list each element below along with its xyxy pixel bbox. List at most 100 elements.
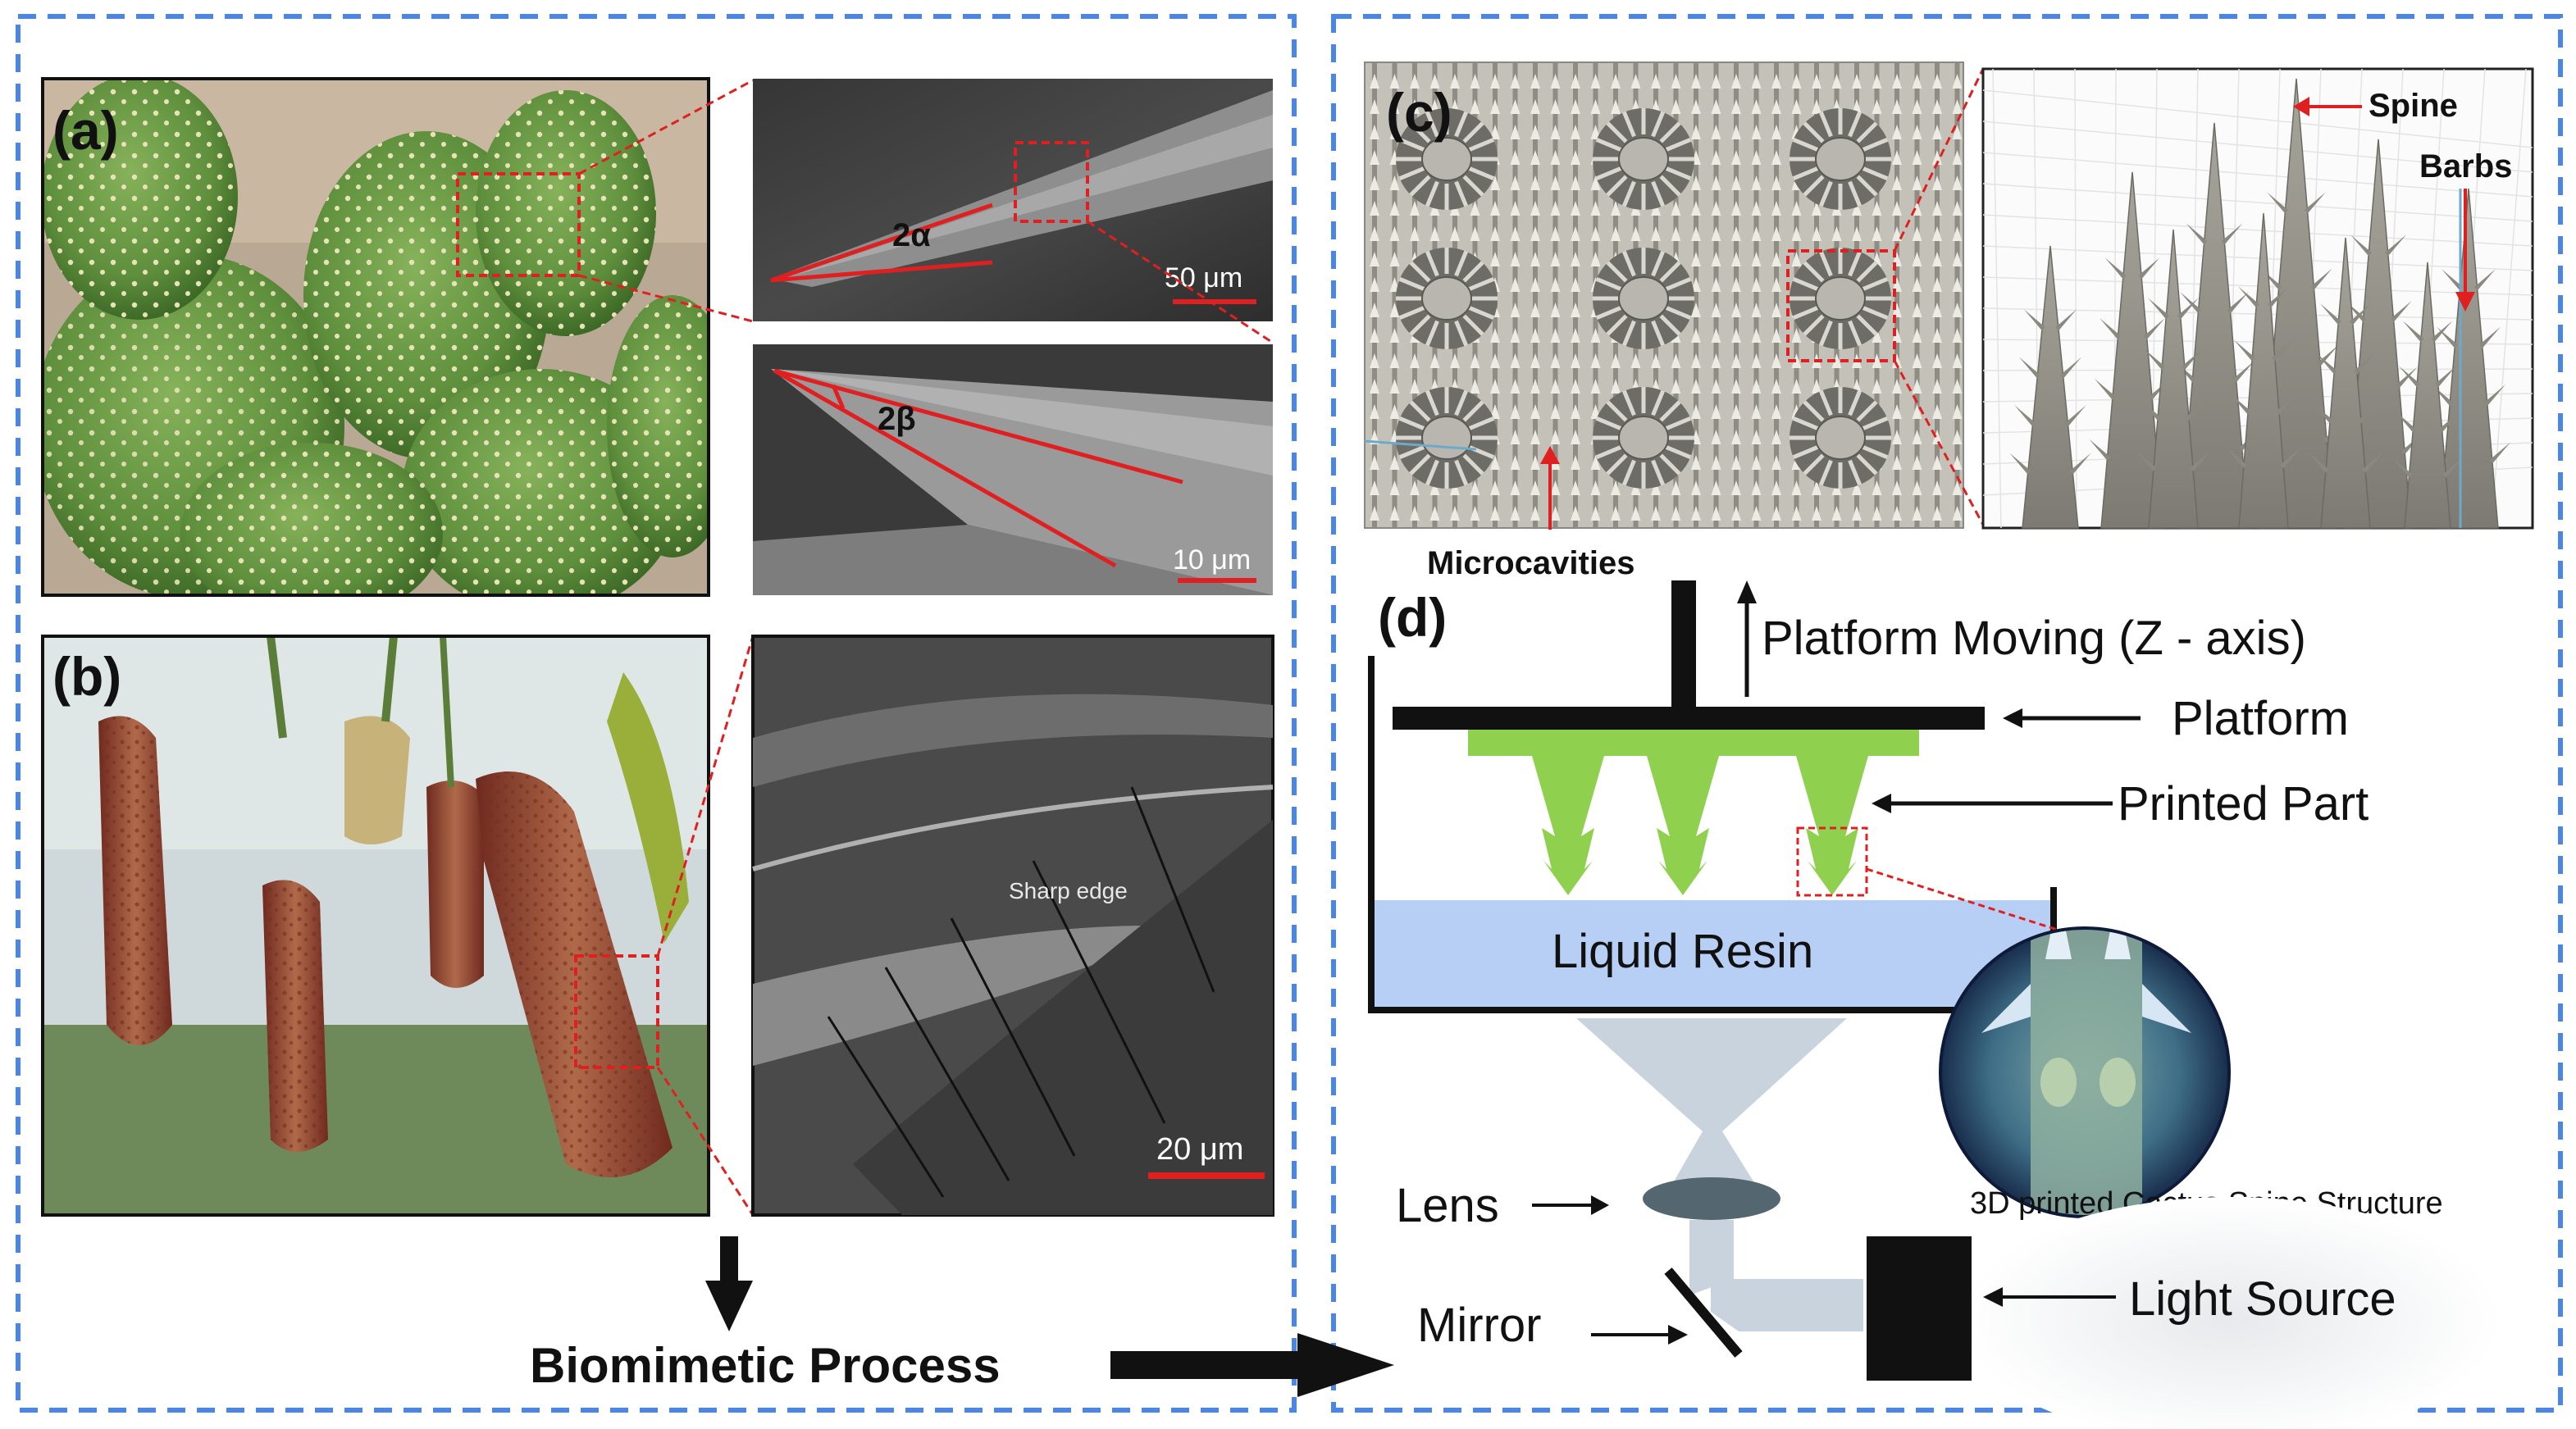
spine-tip [1510,404,1521,419]
cone-spine [2100,171,2164,529]
barb-ray [1651,389,1666,416]
spine-tip [1952,353,1963,368]
spine-tip [1691,125,1701,139]
zoom-line [1893,68,1985,252]
spine-tip [1751,201,1762,216]
barb [2489,442,2511,464]
spine-tip [1530,455,1540,470]
barb-ray [1621,250,1636,277]
spine-tip [1389,455,1400,470]
spine-tip [1771,175,1781,190]
barb [2225,447,2247,469]
platform-moving-label: Platform Moving (Z - axis) [1762,612,2306,665]
spine-tip [1711,328,1721,343]
platform-label: Platform [2172,692,2349,745]
spine-tip [1470,480,1480,495]
spine-tip [1691,455,1701,470]
barb-ray [1606,175,1628,197]
spine-tip [1751,379,1762,394]
spine-tip [1791,201,1802,216]
barb-ray [1848,320,1862,347]
spine-tip [1490,404,1500,419]
spine-tip [1711,150,1721,165]
spine-tip [1510,430,1521,444]
spine-tip [1731,252,1741,266]
spine-tip [1470,99,1480,114]
spine-tip [1671,201,1681,216]
spine-tip [1370,379,1379,394]
spine-tip [1932,74,1942,89]
spine-tip [1389,252,1400,266]
spine-tip [1571,175,1580,190]
barb-ray [1862,166,1889,181]
spine-tip [1410,201,1420,216]
spine-tip [1892,277,1902,292]
spine-tip [1912,252,1922,266]
barb-ray [1595,276,1622,291]
spine-tip [1370,150,1379,165]
barb [2009,453,2031,475]
light-source-box [1867,1236,1972,1381]
barb [2148,298,2169,320]
spine-tip [1952,480,1963,495]
spine-tip [1590,226,1601,241]
spine-tip [1731,328,1741,343]
process-flow: Biomimetic Process [530,1236,1394,1397]
spine-tip [1550,404,1561,419]
spine-tip [1952,328,1963,343]
spine-tip [1751,125,1762,139]
spine-tip [1611,74,1621,89]
spine-tip [1370,99,1379,114]
barb-ray [1425,180,1439,207]
barb-ray [1398,306,1425,321]
barb [2014,405,2036,427]
spine-tip [1952,74,1963,89]
spine-tip [1450,353,1460,368]
barb [2267,192,2289,214]
barb-ray [1862,445,1889,460]
right-frame [1331,14,2563,1413]
barb-ray [1862,137,1889,152]
spine-tip [1852,74,1862,89]
spine-tip [1410,74,1420,89]
barb-ray [1468,276,1495,291]
spine-tip [1550,353,1561,368]
spine-tip [1912,175,1922,190]
spine-tip [1590,99,1601,114]
barb [2233,339,2255,362]
lens-icon [1643,1177,1780,1220]
spine-tip [1389,99,1400,114]
spine-tip [1932,277,1942,292]
spine-tip [1731,175,1741,190]
spine-tip [1952,99,1963,114]
left-arrow-icon [1872,794,1891,813]
cone-spine [2179,122,2250,529]
spine-tip [1550,303,1561,317]
spine-tip [1771,430,1781,444]
spine-tip [1490,175,1500,190]
spine-tip [1671,99,1681,114]
spine-tip [1530,125,1540,139]
barb-ray [1468,166,1495,181]
spine-tip [1812,480,1821,495]
zoom-line [578,79,754,175]
spine-tip [1892,99,1902,114]
barb [2390,300,2412,322]
barb-ray [1462,314,1484,336]
barb-ray [1462,261,1484,283]
spine-tip [1691,252,1701,266]
spine-tip [1429,353,1440,368]
microcavity [1815,137,1866,181]
spine-tip [1510,353,1521,368]
spine-tip [1550,201,1561,216]
microcavities-label: Microcavities [1427,545,1635,581]
barb-ray [1856,314,1878,336]
barb [2473,269,2496,291]
spine-tip [1389,125,1400,139]
spine-tip [1389,480,1400,495]
spine-tip [1370,201,1379,216]
spine-3d-render [1981,67,2534,530]
barb [2139,398,2161,421]
barb [2350,234,2372,257]
barb-ray [1409,121,1431,143]
